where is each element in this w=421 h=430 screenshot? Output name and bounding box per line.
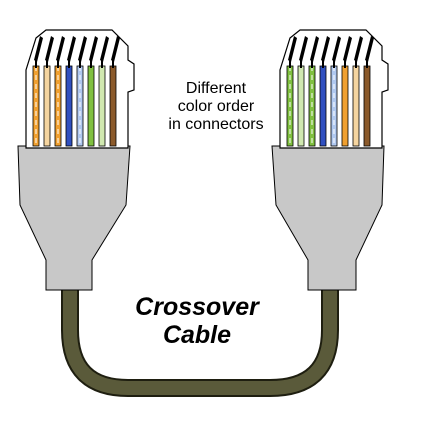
left-pin-8 (111, 36, 120, 62)
right-pin-base-7 (355, 60, 357, 68)
left-pin-6 (89, 36, 98, 62)
right-pin-3 (310, 36, 319, 62)
right-pin-base-3 (311, 60, 313, 68)
left-pin-7 (100, 36, 109, 62)
left-wire-7 (98, 65, 106, 147)
right-contact-pins (288, 36, 374, 68)
right-pin-8 (365, 36, 374, 62)
left-rj45-connector (17, 29, 135, 291)
right-pin-base-1 (289, 60, 291, 68)
left-pin-base-1 (35, 60, 37, 68)
annotation-line-3: in connectors (168, 116, 264, 133)
left-pin-base-5 (79, 60, 81, 68)
cable-core (63, 272, 337, 395)
caption-line-1: Crossover (135, 293, 259, 321)
right-wire-8 (363, 65, 371, 147)
right-pin-7 (354, 36, 363, 62)
caption-line-2: Cable (162, 321, 232, 349)
right-pin-base-6 (344, 60, 346, 68)
right-wire-6 (341, 65, 349, 147)
right-boot (271, 145, 385, 291)
left-pin-2 (45, 36, 54, 62)
annotation-line-1: Different (185, 80, 247, 97)
left-pin-3 (56, 36, 65, 62)
left-pin-1 (34, 36, 43, 62)
left-pin-base-4 (68, 60, 70, 68)
annotation-line-2: color order (177, 98, 255, 115)
cable-caption: Crossover Cable (112, 293, 282, 349)
left-pin-base-7 (101, 60, 103, 68)
left-pin-base-8 (112, 60, 114, 68)
right-pin-4 (321, 36, 330, 62)
left-contact-pins (34, 36, 120, 68)
right-pin-6 (343, 36, 352, 62)
right-pin-base-4 (322, 60, 324, 68)
left-pin-5 (78, 36, 87, 62)
right-pin-5 (332, 36, 341, 62)
left-pin-base-6 (90, 60, 92, 68)
left-boot (17, 145, 131, 291)
right-wire-4 (319, 65, 327, 147)
left-wire-set (32, 65, 117, 147)
right-pin-1 (288, 36, 297, 62)
left-pin-base-3 (57, 60, 59, 68)
right-pin-base-8 (366, 60, 368, 68)
right-pin-base-2 (300, 60, 302, 68)
right-rj45-connector (271, 29, 389, 291)
left-wire-2 (43, 65, 51, 147)
left-pin-4 (67, 36, 76, 62)
left-pin-base-2 (46, 60, 48, 68)
right-wire-7 (352, 65, 360, 147)
right-wire-2 (297, 65, 305, 147)
left-wire-4 (65, 65, 73, 147)
color-order-annotation: Different color order in connectors (152, 80, 280, 134)
right-pin-base-5 (333, 60, 335, 68)
left-wire-6 (87, 65, 95, 147)
right-pin-2 (299, 36, 308, 62)
left-wire-8 (109, 65, 117, 147)
